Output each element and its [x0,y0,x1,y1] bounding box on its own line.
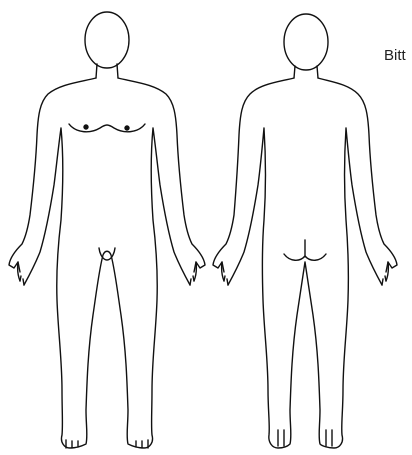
back-right-foot [326,430,332,446]
front-head [85,12,129,68]
back-left-foot [278,430,284,446]
back-figure [213,14,397,448]
front-figure [9,12,205,448]
back-left-hand [222,262,228,285]
back-body-outline [213,78,397,448]
front-chest-line [69,124,145,132]
front-body-outline [9,78,205,448]
front-left-hand [18,262,24,285]
side-label: Bitt [384,47,406,64]
front-left-nipple [84,125,88,129]
front-right-nipple [125,126,129,130]
back-right-hand [382,262,388,285]
back-head [284,14,328,70]
front-right-hand [190,262,196,285]
front-groin [99,248,115,260]
